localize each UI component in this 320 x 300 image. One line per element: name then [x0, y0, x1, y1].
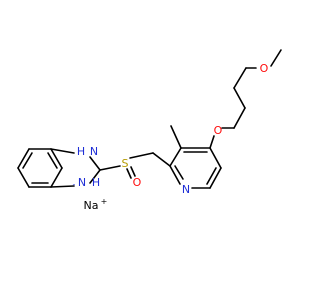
sodium-symbol: Na: [84, 199, 99, 212]
atom-n-bottom: N: [78, 176, 86, 189]
bond-chain: [233, 107, 246, 129]
double-bond-inner: [47, 152, 58, 169]
sodium-charge: +: [101, 197, 108, 206]
atom-oxygen-ether2: O: [260, 62, 269, 75]
molecule-canvas: H N - N H Na + S O N O O: [17, 49, 282, 212]
bond: [17, 148, 30, 169]
anion-charge: -: [73, 180, 76, 189]
double-bond-inner: [174, 165, 184, 180]
bond-s-o-double: [126, 168, 132, 179]
atom-n-top-h: H: [77, 145, 85, 158]
bond: [89, 156, 101, 171]
bond-chain: [233, 87, 246, 109]
atom-n-pyridine: N: [182, 183, 190, 196]
double-bond-inner: [206, 167, 217, 185]
bond: [169, 147, 182, 167]
bond: [17, 167, 30, 188]
bond: [50, 148, 63, 169]
bond: [89, 169, 101, 184]
bond: [50, 167, 63, 188]
structure-diagram: H N - N H Na + S O N O O: [17, 49, 282, 212]
bond-chain: [233, 67, 247, 89]
bond-s-ch2: [129, 152, 154, 159]
bond-o-ch3: [270, 49, 282, 67]
bond: [50, 148, 75, 154]
atom-oxygen-ether1: O: [214, 124, 223, 137]
pyridine-ring: [169, 147, 222, 189]
methyl-bond: [170, 125, 182, 149]
bond-c-o: [209, 135, 215, 149]
atom-sulfur: S: [122, 157, 129, 170]
bond: [209, 167, 222, 189]
atom-oxygen-sulfinyl: O: [133, 176, 142, 189]
bond: [209, 147, 222, 169]
bond: [169, 165, 181, 185]
bond-ch2-pyr: [152, 152, 171, 167]
double-bond-inner: [22, 152, 33, 169]
bond: [50, 185, 75, 188]
imidazoline-ring: [50, 148, 101, 188]
atom-n-top: N: [90, 145, 98, 158]
benzene-ring: [17, 148, 63, 188]
atom-n-bottom-h: H: [92, 176, 100, 189]
bond-c-s: [99, 165, 121, 171]
bond-s-o: [130, 166, 136, 177]
